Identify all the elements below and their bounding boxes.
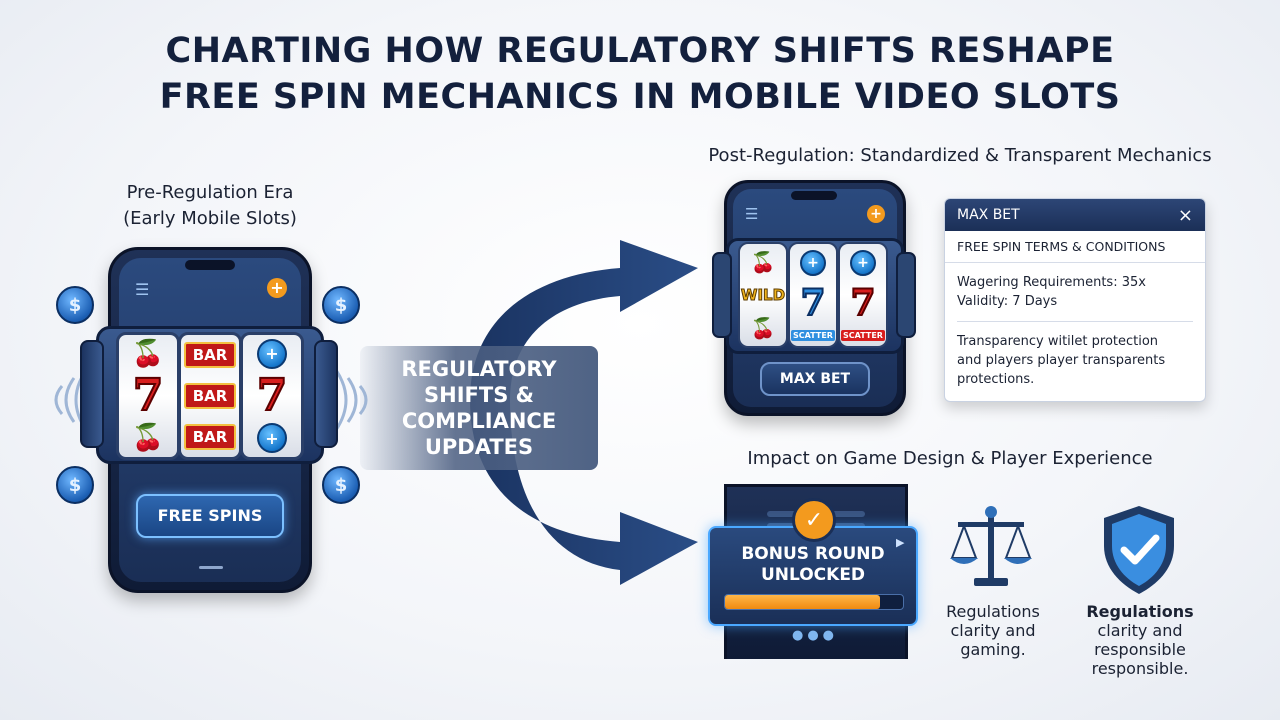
coin-icon: $ (56, 466, 94, 504)
desc-line-3: protections. (957, 372, 1035, 387)
add-icon[interactable]: + (267, 278, 287, 298)
terms-subtitle: FREE SPIN TERMS & CONDITIONS (945, 231, 1205, 263)
reel-3: + 7 + (240, 332, 304, 460)
validity-text: Validity: 7 Days (957, 294, 1058, 309)
bonus-text: BONUS ROUND UNLOCKED (710, 544, 916, 586)
impact-label: Impact on Game Design & Player Experienc… (747, 448, 1153, 469)
close-icon[interactable]: × (1177, 204, 1193, 226)
plus-token-icon: + (800, 249, 826, 276)
pre-label-line-2: (Early Mobile Slots) (123, 208, 297, 229)
scale-cap-3: gaming. (960, 640, 1026, 659)
shield-check-icon (1104, 506, 1174, 594)
shield-cap-3: responsible (1094, 640, 1186, 659)
post-regulation-label: Post-Regulation: Standardized & Transpar… (708, 145, 1212, 166)
center-line-3: COMPLIANCE (401, 409, 557, 433)
plus-token-icon: + (257, 423, 287, 454)
scatter-symbol: SCATTER (841, 329, 885, 341)
seven-symbol: 7 (256, 369, 289, 421)
coin-icon: $ (56, 286, 94, 324)
title-line-2: FREE SPIN MECHANICS IN MOBILE VIDEO SLOT… (159, 77, 1121, 117)
terms-description: Transparency witilet protection and play… (945, 322, 1205, 399)
pagination-dots-icon: ●●● (792, 628, 839, 643)
bar-symbol: BAR (183, 382, 237, 409)
pre-regulation-label: Pre-Regulation Era (Early Mobile Slots) (80, 180, 340, 232)
play-icon: ▶ (896, 536, 905, 549)
shield-cap-2: clarity and (1097, 621, 1183, 640)
flow-arrows (470, 240, 698, 585)
center-line-1: REGULATORY (401, 357, 557, 381)
shield-cap-4: responsible. (1091, 659, 1189, 678)
menu-icon[interactable]: ☰ (135, 280, 150, 299)
pre-label-line-1: Pre-Regulation Era (126, 182, 294, 203)
seven-symbol: 7 (799, 281, 826, 324)
bar-symbol: BAR (183, 342, 237, 369)
terms-divider (957, 321, 1193, 322)
bar-symbol: BAR (183, 423, 237, 450)
home-indicator (199, 566, 223, 569)
page-title: CHARTING HOW REGULATORY SHIFTS RESHAPE F… (0, 28, 1280, 120)
regulatory-shift-box: REGULATORY SHIFTS & COMPLIANCE UPDATES (360, 346, 598, 470)
max-bet-button[interactable]: MAX BET (760, 362, 870, 396)
wagering-text: Wagering Requirements: 35x (957, 275, 1146, 290)
desc-line-1: Transparency witilet protection (957, 334, 1159, 349)
title-line-1: CHARTING HOW REGULATORY SHIFTS RESHAPE (165, 31, 1115, 71)
free-spins-button[interactable]: FREE SPINS (136, 494, 284, 538)
bonus-line-1: BONUS ROUND (741, 544, 885, 564)
reel-1: 🍒 7 🍒 (116, 332, 180, 460)
add-icon[interactable]: + (867, 205, 885, 223)
shield-cap-1: Regulations (1086, 602, 1194, 621)
terms-requirements: Wagering Requirements: 35x Validity: 7 D… (945, 263, 1205, 321)
scale-cap-1: Regulations (946, 602, 1040, 621)
wild-symbol: WILD (740, 286, 786, 305)
bonus-round-card: BONUS ROUND UNLOCKED ▶ (708, 526, 918, 626)
phone-notch (185, 260, 235, 270)
bonus-progress-fill (725, 595, 880, 609)
seven-symbol: 7 (849, 281, 876, 324)
cherry-icon: 🍒 (131, 423, 165, 454)
slot-side-left (80, 340, 104, 448)
terms-header: MAX BET × (945, 199, 1205, 231)
slot-side-right (314, 340, 338, 448)
reel-1: 🍒 WILD 🍒 (738, 242, 788, 348)
reel-3: + 7 SCATTER (838, 242, 888, 348)
terms-header-title: MAX BET (957, 207, 1020, 223)
bonus-line-2: UNLOCKED (760, 565, 866, 585)
scale-caption: Regulations clarity and gaming. (926, 602, 1060, 659)
arrow-up (470, 240, 698, 400)
cherry-icon: 🍒 (750, 250, 776, 274)
shield-caption: Regulations clarity and responsible resp… (1070, 602, 1210, 678)
arrow-down (470, 400, 698, 585)
scale-icon (950, 506, 1032, 586)
menu-icon[interactable]: ☰ (745, 205, 759, 223)
slot-side-left (712, 252, 732, 338)
plus-token-icon: + (257, 338, 287, 369)
center-line-2: SHIFTS & (424, 383, 534, 407)
desc-line-2: and players player transparents (957, 353, 1166, 368)
scatter-symbol: SCATTER (791, 329, 835, 341)
coin-icon: $ (322, 286, 360, 324)
check-badge-icon: ✓ (792, 498, 836, 542)
terms-dialog: MAX BET × FREE SPIN TERMS & CONDITIONS W… (944, 198, 1206, 402)
cherry-icon: 🍒 (131, 338, 165, 369)
scale-cap-2: clarity and (950, 621, 1036, 640)
reel-2: + 7 SCATTER (788, 242, 838, 348)
phone-notch (791, 191, 837, 200)
sound-waves-right-icon (334, 369, 368, 431)
coin-icon: $ (322, 466, 360, 504)
bonus-progress-track (724, 594, 904, 610)
cherry-icon: 🍒 (750, 316, 776, 340)
slot-side-right (896, 252, 916, 338)
center-line-4: UPDATES (424, 435, 534, 459)
plus-token-icon: + (850, 249, 876, 276)
seven-symbol: 7 (132, 369, 165, 421)
reel-2: BAR BAR BAR (178, 332, 242, 460)
